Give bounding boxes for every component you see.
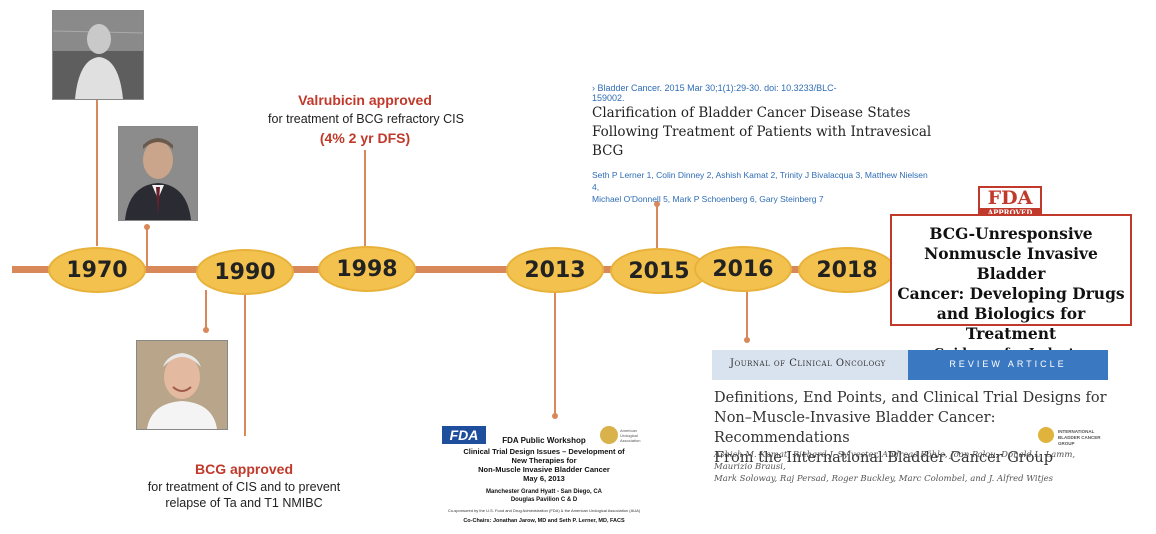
connector-dot-2016: [744, 337, 750, 343]
year-node-1990: 1990: [196, 249, 294, 295]
portrait-photo-1: [52, 10, 144, 100]
citation-source[interactable]: › Bladder Cancer. 2015 Mar 30;1(1):29-30…: [592, 83, 837, 103]
connector-1998: [364, 150, 366, 246]
ibcg-globe-icon: [1038, 427, 1054, 443]
workshop-cosponsor: Co-sponsored by the U.S. Food and Drug A…: [447, 508, 641, 513]
connector-photo-2: [146, 228, 148, 268]
year-node-2013: 2013: [506, 247, 604, 293]
workshop-venue: Manchester Grand Hyatt - San Diego, CA D…: [485, 489, 603, 503]
connector-dot-2013: [552, 413, 558, 419]
chevron-right-icon: ›: [592, 83, 595, 93]
connector-dot-photo-2: [144, 224, 150, 230]
year-node-2016: 2016: [694, 246, 792, 292]
aua-logo: American Urological Association: [600, 426, 648, 448]
connector-dot-photo-3: [203, 327, 209, 333]
jco-journal-header: Journal of Clinical Oncology: [712, 350, 908, 380]
connector-2013: [554, 290, 556, 416]
workshop-chairs: Co-Chairs: Jonathan Jarow, MD and Seth P…: [463, 518, 625, 524]
workshop-document: FDA American Urological Association FDA …: [434, 420, 654, 532]
connector-1990: [244, 290, 246, 436]
citation-authors: Seth P Lerner 1, Colin Dinney 2, Ashish …: [592, 170, 928, 204]
portrait-photo-3: [136, 340, 228, 430]
workshop-title: FDA Public Workshop: [502, 436, 586, 445]
year-node-2015: 2015: [610, 248, 708, 294]
connector-photo-3: [205, 290, 207, 330]
jco-authors: Ashish M. Kamat, Richard J. Sylvester, A…: [714, 450, 1076, 484]
connector-1970: [96, 98, 98, 246]
jco-article-title[interactable]: Definitions, End Points, and Clinical Tr…: [714, 390, 1107, 466]
valrubicin-description: for treatment of BCG refractory CIS: [268, 112, 464, 126]
year-node-1970: 1970: [48, 247, 146, 293]
valrubicin-title: Valrubicin approved: [298, 92, 432, 108]
fda-guidance-box: BCG-Unresponsive Nonmuscle Invasive Blad…: [890, 214, 1132, 360]
ibcg-logo: INTERNATIONAL BLADDER CANCER GROUP: [1038, 426, 1118, 446]
valrubicin-note: (4% 2 yr DFS): [319, 130, 411, 146]
bcg-title: BCG approved: [194, 461, 293, 477]
connector-2015: [656, 204, 658, 248]
year-node-1998: 1998: [318, 246, 416, 292]
bcg-line-2: relapse of Ta and T1 NMIBC: [165, 496, 323, 510]
connector-2016: [746, 290, 748, 340]
citation-title[interactable]: Clarification of Bladder Cancer Disease …: [592, 105, 932, 159]
aua-seal-icon: [600, 426, 618, 444]
jco-section-header: REVIEW ARTICLE: [908, 350, 1108, 380]
connector-dot-2015: [654, 201, 660, 207]
workshop-subtitle: Clinical Trial Design Issues – Developme…: [463, 447, 625, 483]
fda-logo: FDA: [442, 426, 486, 444]
bcg-line-1: for treatment of CIS and to prevent: [147, 480, 341, 494]
portrait-photo-2: [118, 126, 198, 221]
year-node-2018: 2018: [798, 247, 896, 293]
